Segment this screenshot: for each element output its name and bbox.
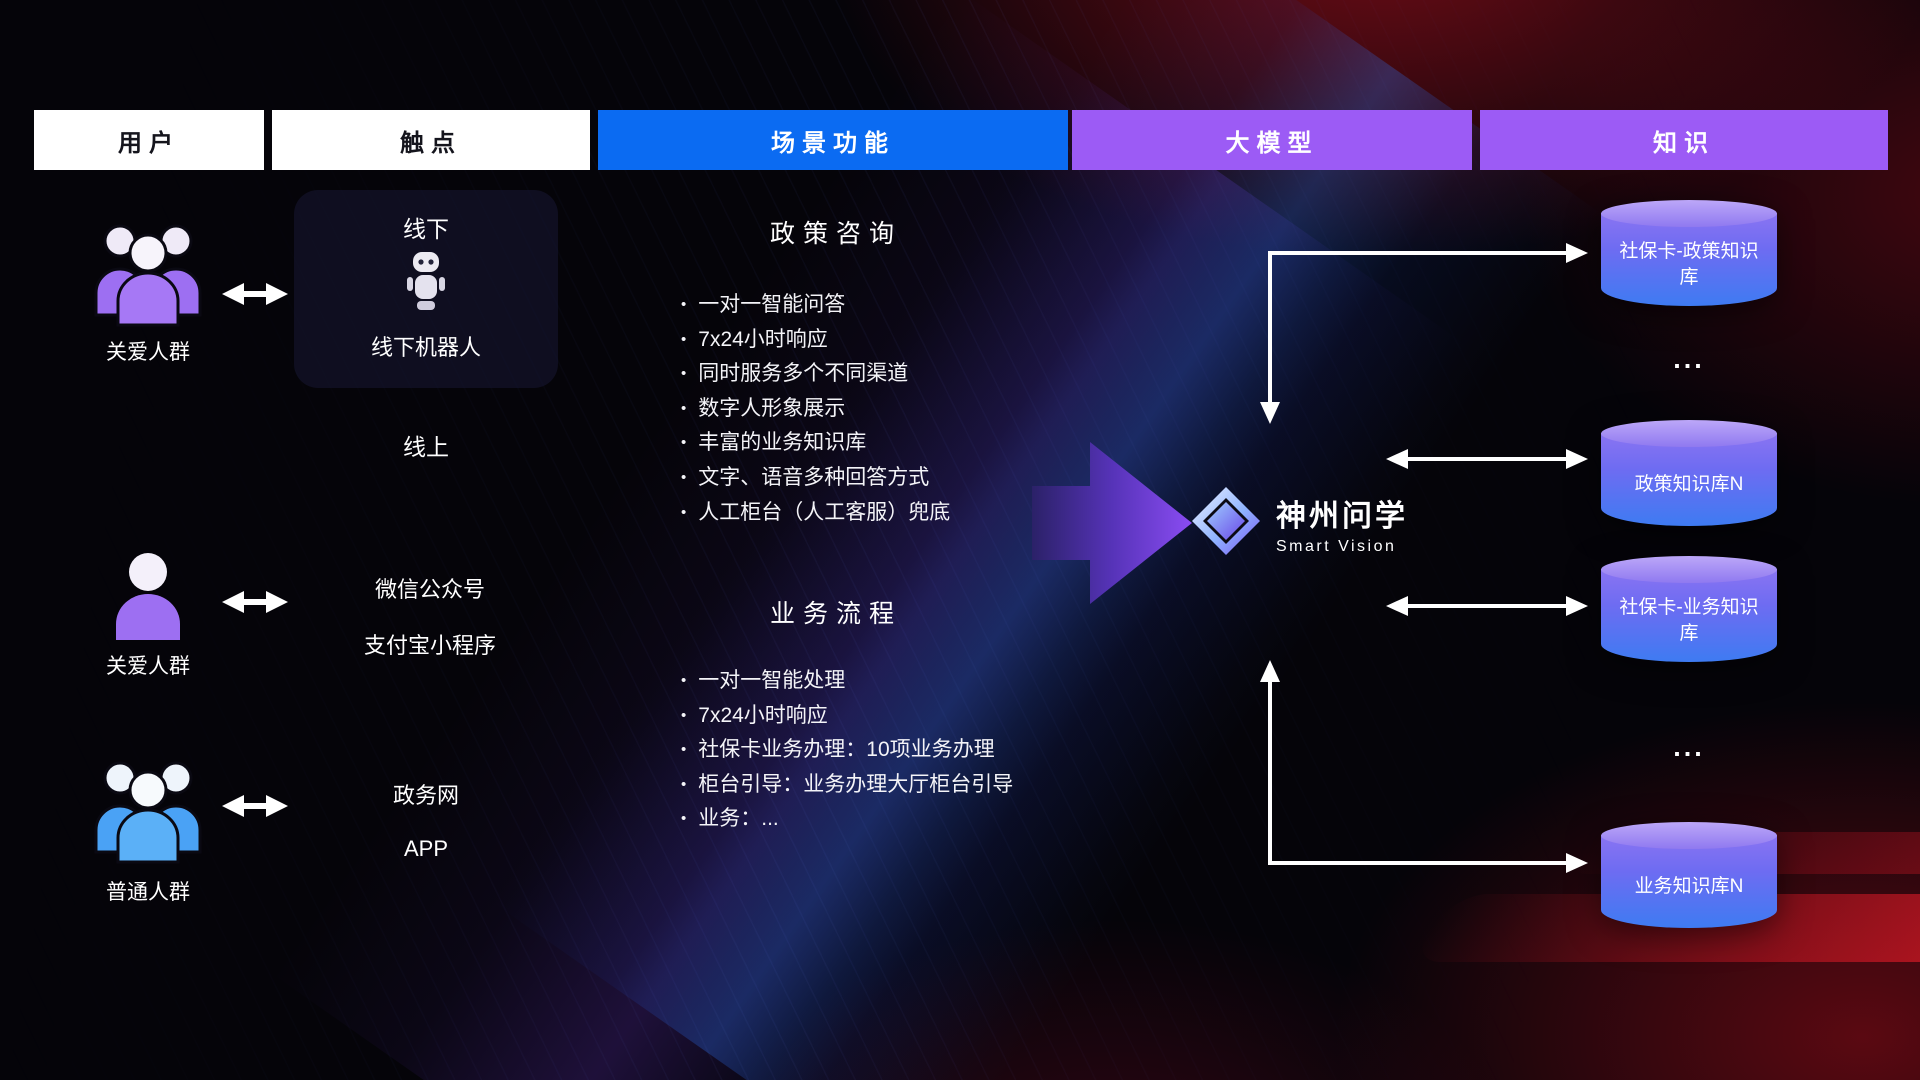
- kb-label: 业务知识库N: [1634, 875, 1744, 897]
- business-feature-list: 一对一智能处理 7x24小时响应 社保卡业务办理：10项业务办理 柜台引导：业务…: [681, 665, 1013, 838]
- user-group-blue-icon: [84, 752, 212, 869]
- flow-arrow-to-model: [1032, 430, 1192, 621]
- business-process-title: 业务流程: [769, 600, 903, 628]
- smart-vision-logo: 神州问学 Smart Vision: [1190, 485, 1490, 562]
- cylinder-top-ellipse: [1601, 556, 1777, 583]
- brand-name: 神州问学: [1276, 500, 1408, 533]
- cylinder-top-ellipse: [1601, 200, 1777, 227]
- knowledge-ellipsis-bottom: ...: [1673, 732, 1705, 762]
- cylinder-body: 社保卡-政策知识库: [1601, 213, 1777, 306]
- business-feature-item: 7x24小时响应: [681, 700, 1013, 735]
- user-label-ordinary-group: 普通人群: [106, 881, 190, 904]
- user-label-care-group-1: 关爱人群: [106, 341, 190, 364]
- kb-label: 社保卡-业务知识库: [1619, 596, 1759, 644]
- user-group-purple-icon: [84, 215, 212, 332]
- cylinder-top-ellipse: [1601, 420, 1777, 447]
- policy-feature-item: 7x24小时响应: [681, 324, 950, 359]
- logo-text-block: 神州问学 Smart Vision: [1276, 491, 1408, 556]
- offline-title: 线下: [403, 216, 449, 242]
- business-feature-item: 社保卡业务办理：10项业务办理: [681, 734, 1013, 769]
- channel-app: APP: [403, 836, 449, 861]
- header-knowledge: 知识: [1480, 110, 1888, 170]
- diamond-logo-icon: [1190, 485, 1262, 562]
- business-feature-item: 柜台引导：业务办理大厅柜台引导: [681, 769, 1013, 804]
- policy-feature-item: 丰富的业务知识库: [681, 427, 950, 462]
- kb-cylinder-business-n: 业务知识库N: [1601, 822, 1777, 928]
- header-knowledge-label: 知识: [1653, 129, 1715, 157]
- offline-robot-label: 线下机器人: [370, 335, 482, 360]
- kb-cylinder-social-business: 社保卡-业务知识库: [1601, 556, 1777, 662]
- kb-label: 政策知识库N: [1634, 473, 1744, 495]
- policy-feature-item: 人工柜台（人工客服）兜底: [681, 497, 950, 532]
- policy-feature-item: 数字人形象展示: [681, 393, 950, 428]
- header-scenario-functions-label: 场景功能: [771, 129, 895, 157]
- offline-robot-card: 线下 线下机器人: [294, 190, 558, 388]
- header-large-model: 大模型: [1072, 110, 1472, 170]
- policy-feature-list: 一对一智能问答 7x24小时响应 同时服务多个不同渠道 数字人形象展示 丰富的业…: [681, 289, 950, 531]
- header-users: 用户: [34, 110, 264, 170]
- header-touchpoints: 触点: [272, 110, 590, 170]
- header-users-label: 用户: [118, 129, 180, 157]
- cylinder-body: 政策知识库N: [1601, 433, 1777, 526]
- policy-feature-item: 一对一智能问答: [681, 289, 950, 324]
- header-large-model-label: 大模型: [1225, 129, 1319, 157]
- cylinder-top-ellipse: [1601, 822, 1777, 849]
- brand-subtitle: Smart Vision: [1276, 538, 1397, 555]
- cylinder-body: 业务知识库N: [1601, 835, 1777, 928]
- robot-icon: [403, 248, 449, 319]
- channel-alipay: 支付宝小程序: [363, 633, 497, 658]
- user-person-purple-icon: [112, 550, 184, 647]
- user-label-care-group-2: 关爱人群: [106, 655, 190, 678]
- knowledge-ellipsis-top: ...: [1673, 344, 1705, 374]
- online-title: 线上: [403, 434, 449, 460]
- policy-feature-item: 文字、语音多种回答方式: [681, 462, 950, 497]
- header-scenario-functions: 场景功能: [598, 110, 1068, 170]
- kb-label: 社保卡-政策知识库: [1619, 240, 1759, 288]
- policy-consulting-title: 政策咨询: [769, 220, 903, 248]
- kb-cylinder-policy-n: 政策知识库N: [1601, 420, 1777, 526]
- kb-cylinder-social-policy: 社保卡-政策知识库: [1601, 200, 1777, 306]
- channel-gov-web: 政务网: [392, 783, 460, 808]
- channel-wechat: 微信公众号: [374, 577, 486, 602]
- cylinder-body: 社保卡-业务知识库: [1601, 569, 1777, 662]
- policy-feature-item: 同时服务多个不同渠道: [681, 358, 950, 393]
- business-feature-item: 业务：...: [681, 803, 1013, 838]
- header-touchpoints-label: 触点: [400, 129, 462, 157]
- business-feature-item: 一对一智能处理: [681, 665, 1013, 700]
